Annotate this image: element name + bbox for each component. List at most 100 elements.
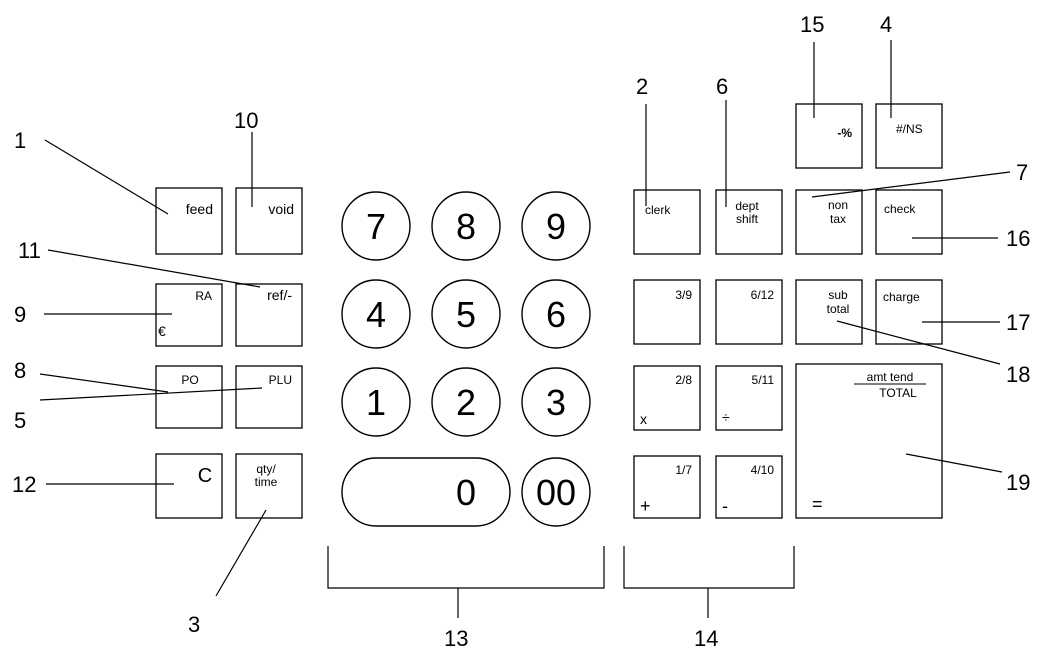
void-key [235,187,303,255]
charge-label: charge [883,290,920,304]
po-key [155,365,223,429]
ref-key [235,283,303,347]
leader-8 [39,373,169,393]
minus-label: - [722,496,728,516]
callout-13: 13 [444,626,468,651]
feed-label: feed [186,201,213,217]
ra-label: RA [195,289,212,303]
callout-18: 18 [1006,362,1030,387]
leader-7 [811,171,1011,198]
check-label: check [884,202,916,216]
void-label: void [268,201,294,217]
numkey-5-label: 5 [456,294,476,335]
numkey-4 [341,279,411,349]
callout-4: 4 [880,12,892,37]
charge-key [875,279,943,345]
numkey-9-label: 9 [546,206,566,247]
qty-label-line1: qty/ [256,462,276,476]
key-6-12 [715,279,783,345]
amt-tend-label: amt tend [867,370,914,384]
number-ns-label: #/NS [896,122,923,136]
nontax-label-line1: non [828,198,848,212]
key-4-10 [715,455,783,519]
numkey-0 [341,457,511,527]
non-tax-key [795,189,863,255]
numkey-1 [341,367,411,437]
numkey-5 [431,279,501,349]
numkey-8-label: 8 [456,206,476,247]
callout-7: 7 [1016,160,1028,185]
c-label: C [198,465,212,487]
total-label: TOTAL [879,386,917,400]
callout-16: 16 [1006,226,1030,251]
numkey-0-label: 0 [456,472,476,513]
plu-label: PLU [269,373,292,387]
numkey-7-label: 7 [366,206,386,247]
key-2-8 [633,365,701,431]
numkey-1-label: 1 [366,382,386,423]
key-3-9-label: 3/9 [675,288,692,302]
leader-18 [836,320,1001,365]
bracket-14 [623,546,795,589]
key-6-12-label: 6/12 [751,288,775,302]
dept-shift-key [715,189,783,255]
numkey-3-label: 3 [546,382,566,423]
check-key [875,189,943,255]
numkey-4-label: 4 [366,294,386,335]
c-key [155,453,223,519]
key-1-7-label: 1/7 [675,463,692,477]
plu-key [235,365,303,429]
callout-17: 17 [1006,310,1030,335]
callout-8: 8 [14,358,26,383]
leader-19 [905,453,1003,473]
nontax-label-line2: tax [830,212,846,226]
numkey-7 [341,191,411,261]
euro-label: € [158,323,166,339]
callout-5: 5 [14,408,26,433]
dept-label-line2: shift [736,212,759,226]
numkey-2 [431,367,501,437]
callout-12: 12 [12,472,36,497]
qty-time-key [235,453,303,519]
clerk-label: clerk [645,203,671,217]
numkey-6-label: 6 [546,294,566,335]
callout-19: 19 [1006,470,1030,495]
numkey-3 [521,367,591,437]
leader-11 [47,249,261,288]
multiply-label: x [640,411,647,427]
key-5-11 [715,365,783,431]
minus-percent-label: -% [837,126,852,140]
callout-10: 10 [234,108,258,133]
callout-15: 15 [800,12,824,37]
clerk-key [633,189,701,255]
leader-1 [44,139,169,215]
number-ns-key [875,103,943,169]
numkey-00-label: 00 [536,472,576,513]
equals-label: = [812,494,823,514]
callout-11: 11 [18,238,41,263]
callout-14: 14 [694,626,718,651]
subtotal-label-line2: total [827,302,850,316]
subtotal-label-line1: sub [828,288,848,302]
amt-tend-total-key [795,363,943,519]
ref-label: ref/- [267,287,292,303]
numkey-9 [521,191,591,261]
numkey-8 [431,191,501,261]
dept-label-line1: dept [735,199,759,213]
divide-label: ÷ [722,409,730,425]
numkey-00 [521,457,591,527]
qty-label-line2: time [255,475,278,489]
numkey-2-label: 2 [456,382,476,423]
callout-2: 2 [636,74,648,99]
leader-3 [215,509,267,597]
minus-percent-key [795,103,863,169]
ra-key [155,283,223,347]
bracket-13 [327,546,605,589]
numkey-6 [521,279,591,349]
callout-9: 9 [14,302,26,327]
po-label: PO [181,373,198,387]
feed-key [155,187,223,255]
leader-5 [39,387,263,401]
